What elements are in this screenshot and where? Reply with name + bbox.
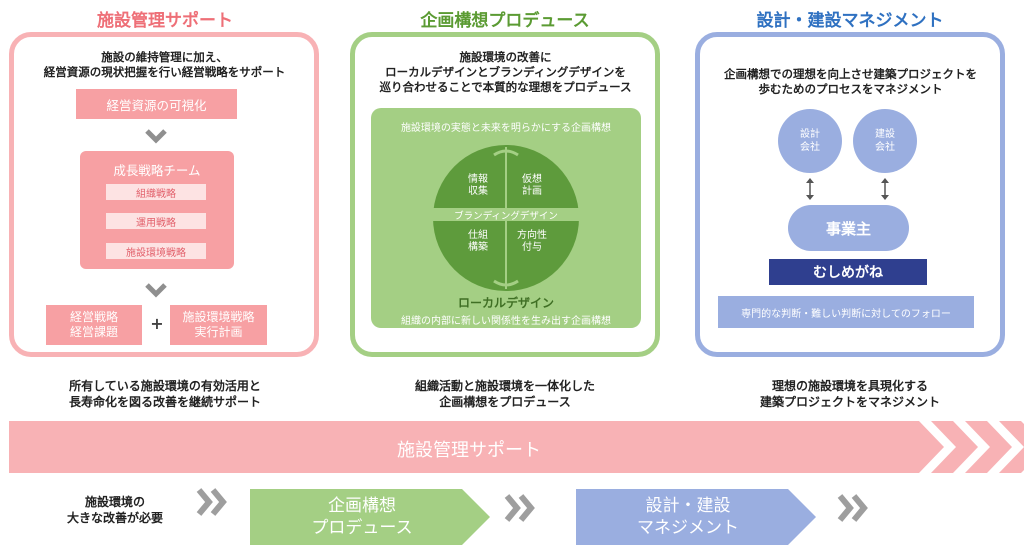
quad-direction-line2: 付与 <box>522 242 542 253</box>
follow-label: 専門的な判断・難しい判断に対してのフォロー <box>741 308 951 320</box>
step-planning-label: 企画構想 プロデュース <box>262 495 462 539</box>
col2-desc: 施設環境の改善に ローカルデザインとブランディングデザインを 巡り合わせることで… <box>353 50 658 95</box>
construction-company-line2: 会社 <box>875 142 895 153</box>
col1-caption-line1: 所有している施設環境の有効活用と <box>69 379 261 393</box>
col1-item-operation-label: 運用戦略 <box>136 217 176 229</box>
col1-visualize-label: 経営資源の可視化 <box>106 97 207 113</box>
col3-desc-line2: 歩むためのプロセスをマネジメント <box>758 82 943 96</box>
col2-desc-line3: 巡り合わせることで本質的な理想をプロデュース <box>379 80 632 94</box>
col2-desc-line1: 施設環境の改善に <box>459 50 552 64</box>
owner-box: 事業主 <box>788 205 909 251</box>
design-company-line1: 設計 <box>800 129 820 140</box>
quad-build: 仕組 構築 <box>456 230 500 254</box>
col1-desc: 施設の維持管理に加え、 経営資源の現状把握を行い経営戦略をサポート <box>12 50 317 80</box>
quad-collect: 情報 収集 <box>456 174 500 198</box>
chevron-down-icon <box>145 282 167 304</box>
brand-box: むしめがね <box>769 259 927 285</box>
col2-inner-top: 施設環境の実態と未来を明らかにする企画構想 <box>400 123 612 134</box>
col1-caption: 所有している施設環境の有効活用と 長寿命化を図る改善を継続サポート <box>0 378 330 410</box>
construction-company-circle: 建設 会社 <box>853 109 917 173</box>
double-arrow-icon <box>881 178 889 204</box>
support-band-label: 施設管理サポート <box>397 440 541 461</box>
quad-build-line1: 仕組 <box>468 230 488 241</box>
chevron-down-icon <box>145 128 167 150</box>
col3-caption-line1: 理想の施設環境を具現化する <box>771 379 928 393</box>
branding-band-label: ブランディングデザイン <box>454 210 558 222</box>
flow-start-line2: 大きな改善が必要 <box>66 511 163 525</box>
construction-company-line1: 建設 <box>875 129 895 140</box>
step-management-line1: 設計・建設 <box>645 496 731 516</box>
col1-bottom-left-line1: 経営戦略 <box>69 310 118 324</box>
col1-caption-line2: 長寿命化を図る改善を継続サポート <box>68 395 261 409</box>
col2-desc-line2: ローカルデザインとブランディングデザインを <box>385 65 626 79</box>
col1-item-operation: 運用戦略 <box>106 213 206 229</box>
col2-caption-line1: 組織活動と施設環境を一体化した <box>414 379 595 393</box>
col1-desc-line2: 経営資源の現状把握を行い経営戦略をサポート <box>43 65 286 79</box>
step-planning <box>250 489 490 549</box>
col3-caption: 理想の施設環境を具現化する 建築プロジェクトをマネジメント <box>690 378 1010 410</box>
quad-collect-line2: 収集 <box>468 186 488 197</box>
step-planning-line1: 企画構想 <box>328 496 396 516</box>
col3-title: 設計・建設マネジメント <box>756 11 944 31</box>
col3-desc: 企画構想での理想を向上させ建築プロジェクトを 歩むためのプロセスをマネジメント <box>698 67 1003 97</box>
col2-caption-line2: 企画構想をプロデュース <box>439 395 571 409</box>
col2-caption: 組織活動と施設環境を一体化した 企画構想をプロデュース <box>345 378 665 410</box>
quad-direction: 方向性 付与 <box>508 230 556 254</box>
step-management-line2: マネジメント <box>637 518 739 538</box>
col1-visualize-box: 経営資源の可視化 <box>76 89 237 119</box>
step-planning-line2: プロデュース <box>311 518 413 538</box>
col1-item-organization: 組織戦略 <box>106 184 206 200</box>
owner-label: 事業主 <box>825 219 871 238</box>
col3-caption-line2: 建築プロジェクトをマネジメント <box>759 395 940 409</box>
quad-plan-line1: 仮想 <box>522 174 542 185</box>
col1-bottom-right-line1: 施設環境戦略 <box>182 310 255 324</box>
support-band <box>9 421 1024 477</box>
col1-desc-line1: 施設の維持管理に加え、 <box>101 50 228 64</box>
design-company-circle: 設計 会社 <box>778 109 842 173</box>
col3-desc-line1: 企画構想での理想を向上させ建築プロジェクトを <box>724 67 977 81</box>
double-chevron-right-icon <box>503 492 539 528</box>
quad-direction-line1: 方向性 <box>517 230 547 241</box>
quad-build-line2: 構築 <box>468 242 488 253</box>
col1-item-facility: 施設環境戦略 <box>106 243 206 259</box>
design-company-line2: 会社 <box>800 142 820 153</box>
col1-bottom-right-box: 施設環境戦略 実行計画 <box>170 305 267 345</box>
col1-strategy-title: 成長戦略チーム <box>113 163 201 178</box>
double-chevron-right-icon <box>195 486 231 522</box>
col1-bottom-left-line2: 経営課題 <box>69 325 118 339</box>
follow-box: 専門的な判断・難しい判断に対してのフォロー <box>718 296 974 328</box>
col1-title: 施設管理サポート <box>97 11 233 31</box>
col1-item-facility-label: 施設環境戦略 <box>126 247 186 259</box>
local-design-title: ローカルデザイン <box>457 296 554 310</box>
col2-inner-bottom: 組織の内部に新しい関係性を生み出す企画構想 <box>401 316 611 327</box>
col2-title: 企画構想プロデュース <box>420 11 590 31</box>
brand-label: むしめがね <box>813 265 883 281</box>
quad-collect-line1: 情報 <box>468 174 488 185</box>
plus-icon: + <box>150 314 164 333</box>
quad-plan: 仮想 計画 <box>510 174 554 198</box>
flow-start: 施設環境の 大きな改善が必要 <box>30 494 200 526</box>
step-management <box>576 489 816 549</box>
flow-start-line1: 施設環境の <box>84 495 145 509</box>
quad-plan-line2: 計画 <box>522 186 542 197</box>
double-chevron-right-icon <box>836 492 872 528</box>
col1-bottom-right-line2: 実行計画 <box>194 325 243 339</box>
step-management-label: 設計・建設 マネジメント <box>588 495 788 539</box>
branding-band: ブランディングデザイン <box>433 208 579 222</box>
col1-bottom-left-box: 経営戦略 経営課題 <box>46 305 142 345</box>
double-arrow-icon <box>806 178 814 204</box>
col1-item-organization-label: 組織戦略 <box>136 188 176 200</box>
